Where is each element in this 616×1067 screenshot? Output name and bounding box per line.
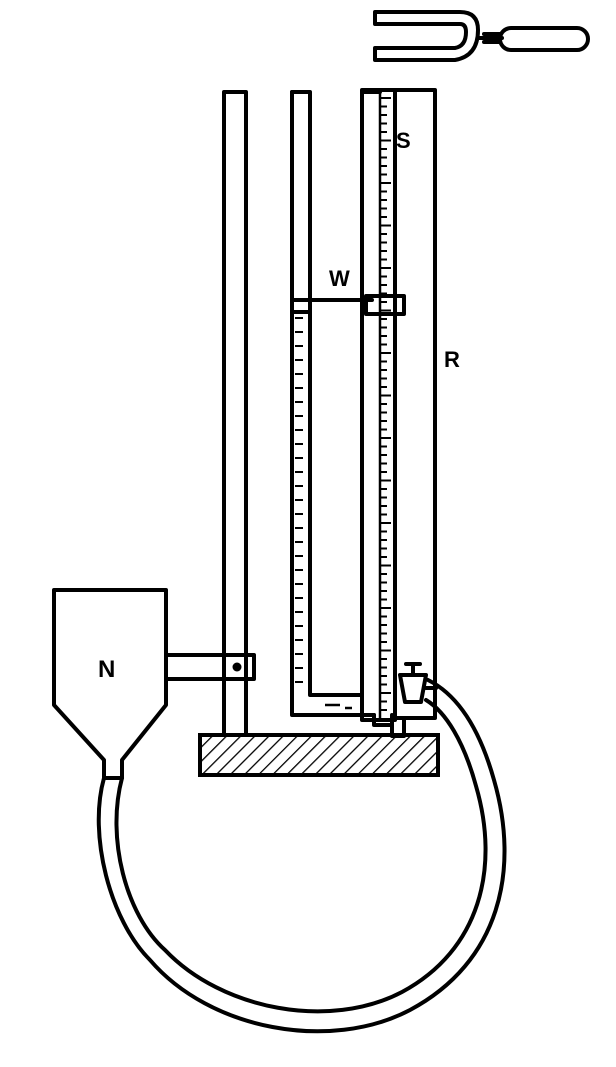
- tuning-fork: [373, 10, 590, 62]
- flexible-tube: [96, 678, 507, 1034]
- scale-strip-s: [360, 88, 397, 722]
- resonance-tube: [290, 90, 394, 727]
- scale-ticks: [381, 97, 391, 711]
- reservoir-vessel: [52, 588, 168, 780]
- tube-ticks: [295, 317, 303, 683]
- label-n: N: [98, 656, 115, 683]
- label-w: W: [329, 266, 350, 291]
- base-block: [198, 733, 440, 777]
- reservoir-clamp: [164, 653, 256, 681]
- label-s: S: [396, 128, 411, 153]
- left-support-rod: [222, 90, 248, 737]
- weight-marker-w: [290, 294, 406, 316]
- scale-rod-r: [390, 88, 437, 738]
- label-r: R: [444, 347, 460, 372]
